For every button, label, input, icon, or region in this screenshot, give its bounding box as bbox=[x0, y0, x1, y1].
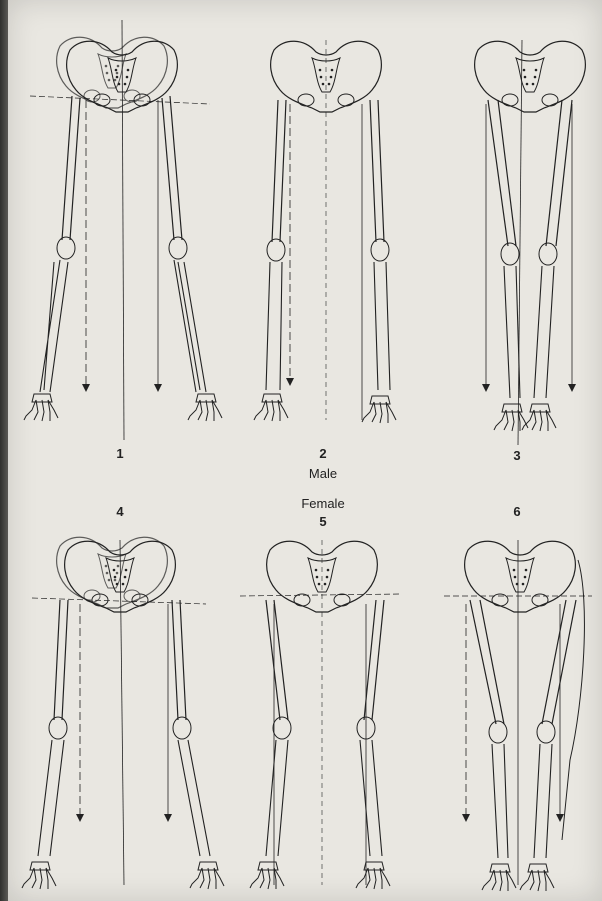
figure-3-drawing bbox=[475, 40, 586, 445]
figure-3-label: 3 bbox=[513, 448, 520, 463]
figure-6-label: 6 bbox=[513, 504, 520, 519]
figure-1-label: 1 bbox=[116, 446, 123, 461]
figure-6-drawing bbox=[444, 540, 592, 891]
figure-4-drawing bbox=[22, 537, 224, 889]
figure-1-drawing bbox=[24, 20, 222, 440]
figure-5-label: 5 bbox=[319, 514, 326, 529]
figure-2-drawing bbox=[254, 40, 396, 423]
figure-5-drawing bbox=[240, 540, 402, 889]
figure-2-label: 2 bbox=[319, 446, 326, 461]
figure-4-label: 4 bbox=[116, 504, 123, 519]
female-caption: Female bbox=[301, 496, 344, 511]
male-caption: Male bbox=[309, 466, 337, 481]
